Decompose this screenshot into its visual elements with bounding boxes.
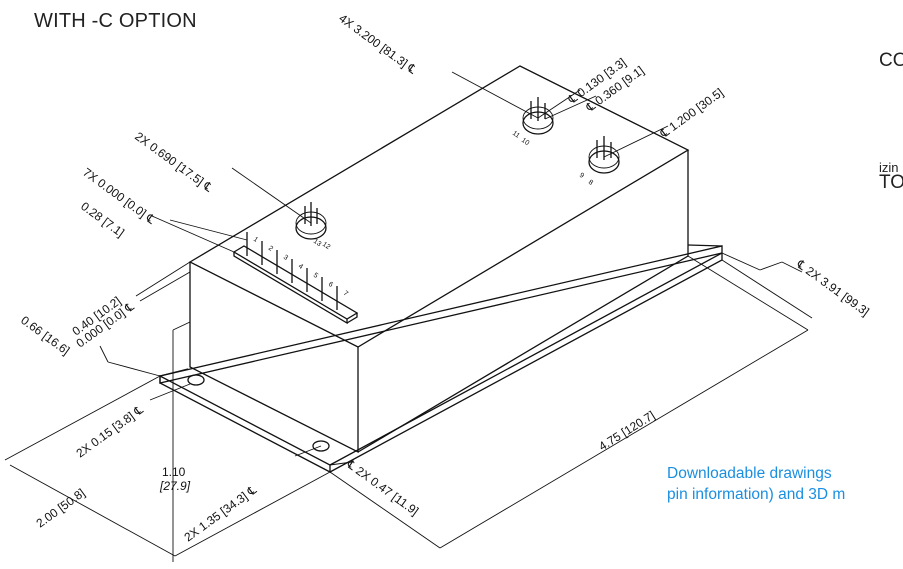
connector-b-pin-10: 10 (520, 137, 530, 147)
right-subheading-fragment: TO (879, 172, 903, 193)
header-pin-3: 3 (282, 254, 289, 262)
dim-110: 1.10 (162, 465, 186, 479)
dimension-labels: 4X 3.200 [81.3] ℄ ℄ 0.130 [3.3] ℄ 0.360 … (18, 11, 872, 544)
dim-2x-0690: 2X 0.690 [17.5] ℄ (132, 129, 215, 195)
dim-475: 4.75 [120.7] (596, 408, 657, 453)
dim-2x-047: ℄ 2X 0.47 [11.9] (343, 457, 421, 519)
housing-top-face (188, 65, 690, 348)
dim-028: 0.28 [7.1] (78, 199, 127, 240)
dim-2x-015: 2X 0.15 [3.8] ℄ (74, 402, 146, 460)
mount-hole-front (312, 440, 330, 452)
housing-left-face (189, 262, 359, 454)
dimension-lines (4, 71, 813, 562)
download-note-line-1: Downloadable drawings (667, 465, 832, 482)
header-pin-2: 2 (267, 245, 274, 253)
connector-c-pin-9: 9 (578, 172, 585, 180)
dim-066: 0.66 [16.6] (18, 313, 72, 358)
connector-b-pin-11: 11 (511, 130, 521, 140)
right-heading-fragment: CO (879, 50, 903, 71)
header-pin-4: 4 (297, 263, 304, 271)
dim-279: [27.9] (159, 479, 191, 493)
header-pin-5: 5 (312, 272, 319, 280)
mount-hole-left (187, 374, 205, 386)
header-pin-1: 1 (252, 236, 259, 244)
download-note-line-2: pin information) and 3D m (667, 486, 846, 503)
connector-a-pin-12: 12 (321, 241, 331, 251)
round-connector-c: 9 8 (578, 136, 620, 187)
header-pin-strip: 1 2 3 4 5 6 7 (232, 232, 359, 325)
dim-2x-135: 2X 1.35 [34.3] ℄ (182, 483, 260, 545)
right-small-text-fragment: izin (879, 160, 899, 175)
download-note[interactable]: Downloadable drawings pin information) a… (667, 463, 903, 505)
round-connector-a: 13 12 (295, 202, 331, 251)
dim-2x-391: ℄ 2X 3.91 [99.3] (793, 257, 871, 319)
round-connector-b: 11 10 (511, 97, 554, 147)
connector-c-pin-8: 8 (587, 179, 594, 187)
housing-right-face (357, 150, 689, 453)
header-pin-7: 7 (342, 290, 349, 298)
dim-1200: ℄ 1.200 [30.5] (657, 85, 726, 141)
mounting-plate (159, 244, 723, 474)
connector-a-pin-13: 13 (312, 238, 322, 248)
dim-4x-3200: 4X 3.200 [81.3] ℄ (336, 11, 419, 77)
header-pin-6: 6 (327, 281, 334, 289)
page-title: WITH -C OPTION (34, 10, 197, 32)
